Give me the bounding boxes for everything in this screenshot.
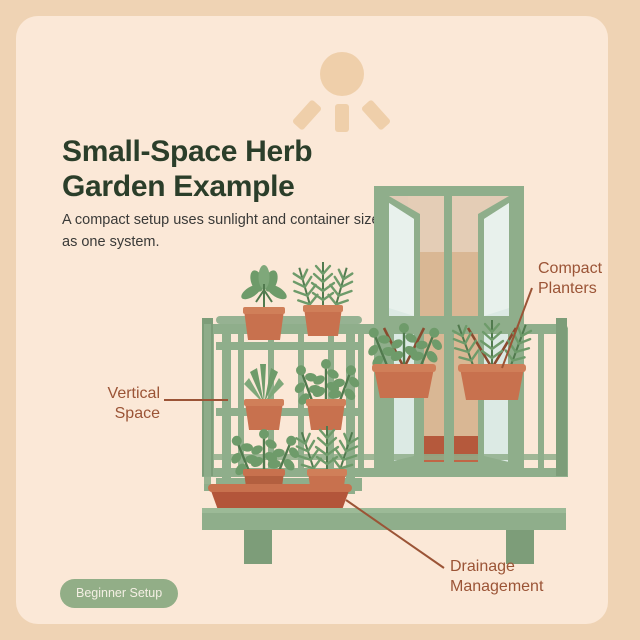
callout-drainage-management: Drainage Management bbox=[450, 557, 600, 598]
vertical-shelf-unit bbox=[204, 260, 368, 502]
balcony-leg-left bbox=[244, 530, 272, 564]
shelf-tier-3 bbox=[216, 478, 362, 486]
balcony-floor bbox=[202, 508, 566, 564]
hanging-planter-left bbox=[356, 321, 452, 398]
potted-plant-leafy-mid bbox=[284, 357, 368, 430]
page-subtitle: A compact setup uses sunlight and contai… bbox=[62, 212, 380, 250]
sun-icon bbox=[291, 52, 392, 132]
sun-ray-center bbox=[335, 104, 349, 132]
shelf-tier-2 bbox=[216, 408, 362, 416]
callout-drainage-line1: Drainage bbox=[450, 558, 515, 575]
page-title: Small-Space Herb Garden Example bbox=[62, 135, 313, 204]
potted-plant-broadleaf bbox=[241, 265, 287, 340]
sun-disc bbox=[320, 52, 364, 96]
callout-compact-planters-line1: Compact bbox=[538, 260, 603, 277]
shelf-tier-1 bbox=[216, 342, 362, 350]
callout-vertical-space-line2: Space bbox=[114, 405, 160, 423]
callout-vertical-space-line1: Vertical bbox=[107, 385, 160, 402]
balcony-leg-right bbox=[506, 530, 534, 564]
callout-drainage-line2: Management bbox=[450, 578, 544, 596]
leader-line-drainage bbox=[345, 499, 445, 569]
callout-compact-planters-line2: Planters bbox=[538, 280, 597, 298]
callout-leader-lines bbox=[164, 287, 533, 569]
potted-plant-spiky bbox=[244, 364, 284, 430]
leader-line-compact-planters bbox=[501, 287, 533, 369]
poster-card: Small-Space Herb Garden Example A compac… bbox=[16, 16, 608, 624]
status-badge: Beginner Setup bbox=[60, 579, 179, 608]
hanging-planter-right bbox=[446, 318, 538, 400]
callout-compact-planters: Compact Planters bbox=[538, 259, 608, 300]
balcony-herb-garden-illustration bbox=[16, 16, 608, 624]
potted-plant-rosemary-top bbox=[287, 260, 359, 336]
floor-trough-planter bbox=[208, 484, 352, 510]
callout-vertical-space: Vertical Space bbox=[68, 384, 160, 425]
